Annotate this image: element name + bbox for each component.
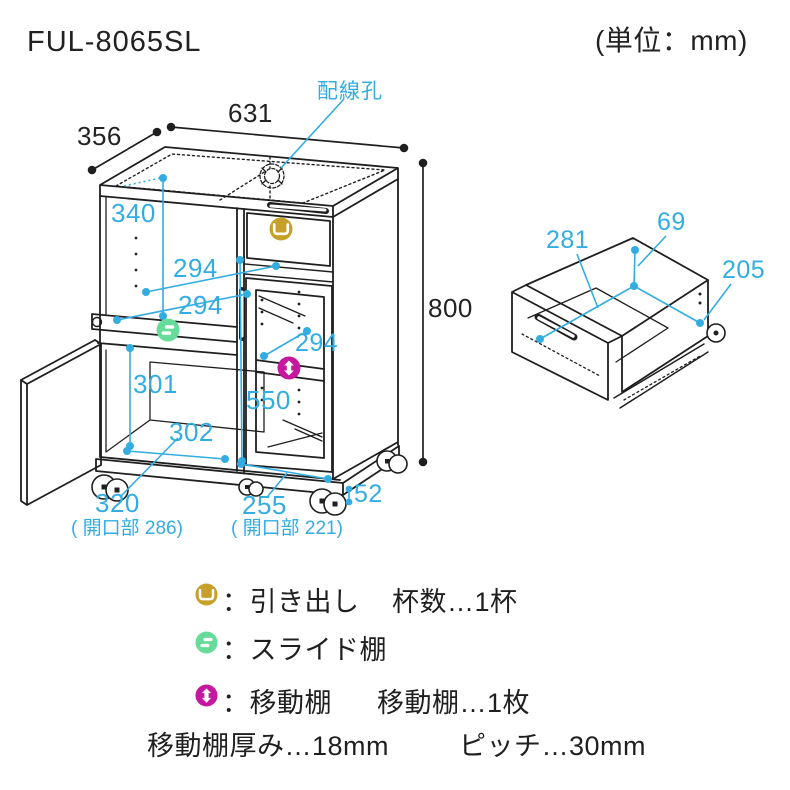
wiring-hole-label: 配線孔 <box>317 80 383 103</box>
dim-height: 800 <box>428 293 473 323</box>
legend-footnote-left: 移動棚厚み…18mm <box>147 731 390 761</box>
drawer-rail <box>244 263 334 283</box>
move-icon <box>195 684 218 707</box>
legend-detail: 移動棚…1枚 <box>377 688 531 718</box>
drawer-detail-drawing <box>511 237 726 409</box>
slide-icon <box>195 631 218 654</box>
legend-detail: 杯数…1杯 <box>392 587 518 617</box>
dim-inner-width-b: 294 <box>178 290 223 320</box>
dim-lower-inner-height: 301 <box>133 369 178 399</box>
dimension-lines-black <box>87 122 428 467</box>
glass-reflections <box>258 295 323 448</box>
center-divider <box>236 207 245 473</box>
cabinet-drawing <box>20 146 408 516</box>
legend-label: ：移動棚 <box>222 688 332 718</box>
drawer-dotted <box>521 333 701 401</box>
legend-label: ：引き出し <box>222 587 360 617</box>
slide-shelf-knob <box>91 316 103 328</box>
dim-caster-height: 52 <box>354 480 383 508</box>
drawer-inner-bottom <box>527 287 669 363</box>
dim-glass-door-height: 550 <box>246 385 291 415</box>
model-number: FUL-8065SL <box>27 26 202 58</box>
dim-left-opening: 320 <box>95 488 140 518</box>
drawer-slide-rail <box>613 343 709 409</box>
wiring-hole <box>259 163 285 189</box>
drawer-icon <box>195 583 218 606</box>
dim-lower-inner-width: 302 <box>169 417 214 447</box>
legend-row-drawer: ：引き出し 杯数…1杯 <box>195 580 517 619</box>
dim-depth: 356 <box>77 121 122 151</box>
slide-icon <box>156 318 180 342</box>
legend-row-move: ：移動棚 移動棚…1枚 <box>195 681 530 720</box>
dim-drawer-depth: 281 <box>546 226 590 254</box>
dim-right-opening-note: ( 開口部 221) <box>231 518 343 539</box>
dim-width: 631 <box>228 98 273 128</box>
legend-footnote-right: ピッチ…30mm <box>459 731 647 761</box>
move-icon <box>277 356 301 380</box>
dim-inner-width-a: 294 <box>173 253 218 283</box>
casters <box>91 450 408 516</box>
drawer-pull-handle-inner <box>537 316 575 338</box>
dimension-lines-cyan <box>113 98 732 506</box>
interior-walls <box>105 196 265 453</box>
drawer-handle-inner <box>269 204 327 212</box>
legend-label: ：スライド棚 <box>222 635 387 665</box>
cabinet-top <box>99 146 399 218</box>
dim-right-opening: 255 <box>242 490 287 520</box>
dim-inner-width-c: 294 <box>295 329 339 357</box>
legend-row-slide: ：スライド棚 <box>195 628 387 667</box>
shelf-pin-holes <box>134 236 301 416</box>
drawer-icon <box>269 217 293 241</box>
dim-upper-inner-height: 340 <box>111 198 156 228</box>
cabinet-body <box>99 178 399 481</box>
dim-drawer-height: 69 <box>657 208 686 236</box>
dim-left-opening-note: ( 開口部 286) <box>71 518 183 539</box>
cabinet-base <box>95 445 400 496</box>
cabinet-top-dotted <box>115 153 386 204</box>
unit-note: (単位：mm) <box>595 25 748 56</box>
dim-drawer-width: 205 <box>722 256 766 284</box>
drawer-front <box>246 212 331 267</box>
open-door <box>20 339 102 506</box>
